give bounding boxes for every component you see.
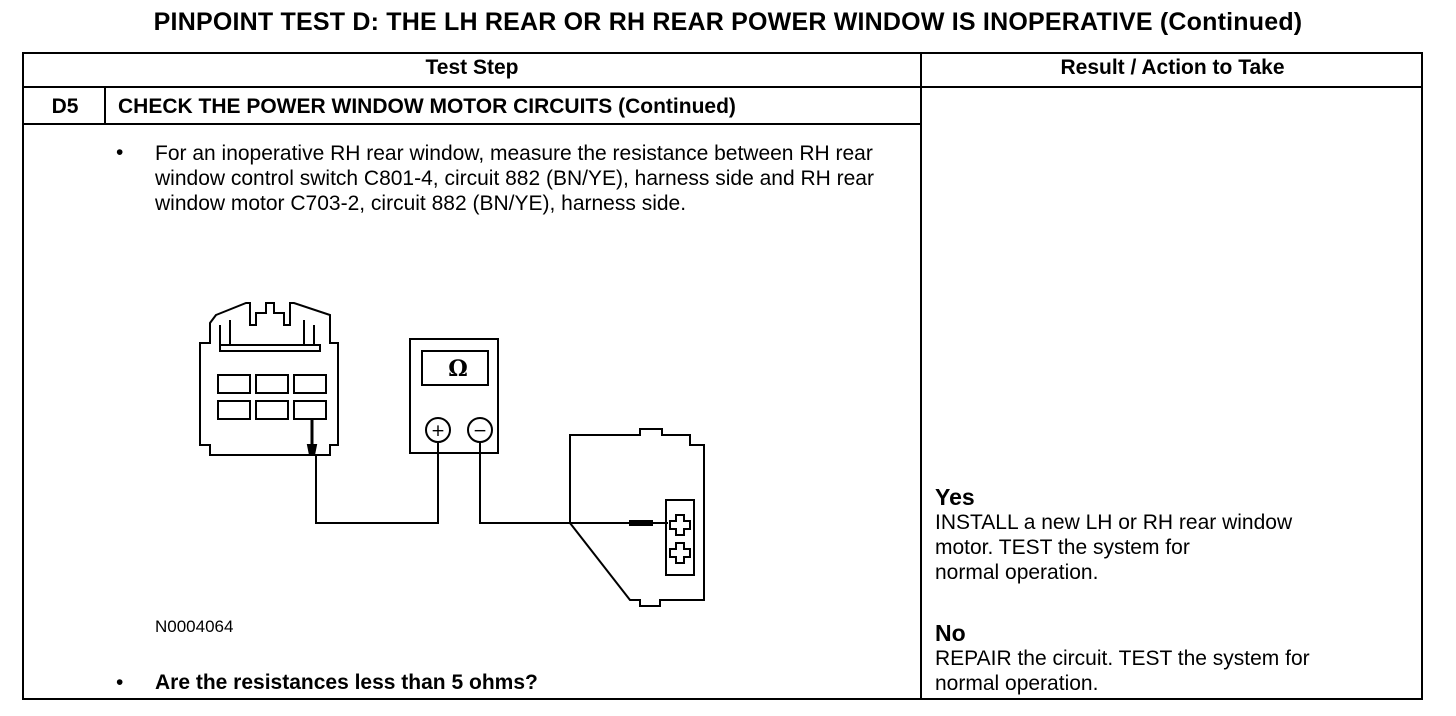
step-row-divider [22, 123, 922, 125]
switch-connector-icon [199, 302, 339, 456]
header-divider [22, 86, 1423, 88]
column-header-result: Result / Action to Take [1060, 56, 1285, 79]
figure-code: N0004064 [155, 617, 234, 636]
negative-terminal-label: − [473, 421, 487, 441]
result-yes-text: INSTALL a new LH or RH rear window motor… [935, 511, 1293, 584]
step-instruction: For an inoperative RH rear window, measu… [155, 142, 874, 215]
wire-negative [479, 442, 630, 524]
motor-connector-icon [569, 428, 705, 607]
step-title: CHECK THE POWER WINDOW MOTOR CIRCUITS (C… [118, 95, 736, 118]
ohmmeter-icon [409, 338, 499, 454]
result-yes: Yes INSTALL a new LH or RH rear window m… [935, 484, 1415, 585]
wiring-diagram: Ω + − [199, 302, 705, 607]
step-id: D5 [51, 95, 79, 118]
test-table [22, 52, 1423, 700]
result-no: No REPAIR the circuit. TEST the system f… [935, 620, 1415, 696]
bullet-icon: • [116, 671, 124, 694]
page-title: PINPOINT TEST D: THE LH REAR OR RH REAR … [153, 8, 1303, 36]
positive-terminal-label: + [431, 421, 445, 441]
column-divider [920, 52, 922, 700]
result-yes-label: Yes [935, 484, 975, 510]
result-no-label: No [935, 620, 966, 646]
wire-positive [315, 443, 439, 524]
ohm-symbol: Ω [448, 356, 468, 382]
step-question: Are the resistances less than 5 ohms? [155, 671, 538, 694]
result-no-text: REPAIR the circuit. TEST the system for … [935, 647, 1310, 695]
column-header-test-step: Test Step [425, 56, 519, 79]
step-id-divider [104, 86, 106, 125]
bullet-icon: • [116, 141, 124, 164]
